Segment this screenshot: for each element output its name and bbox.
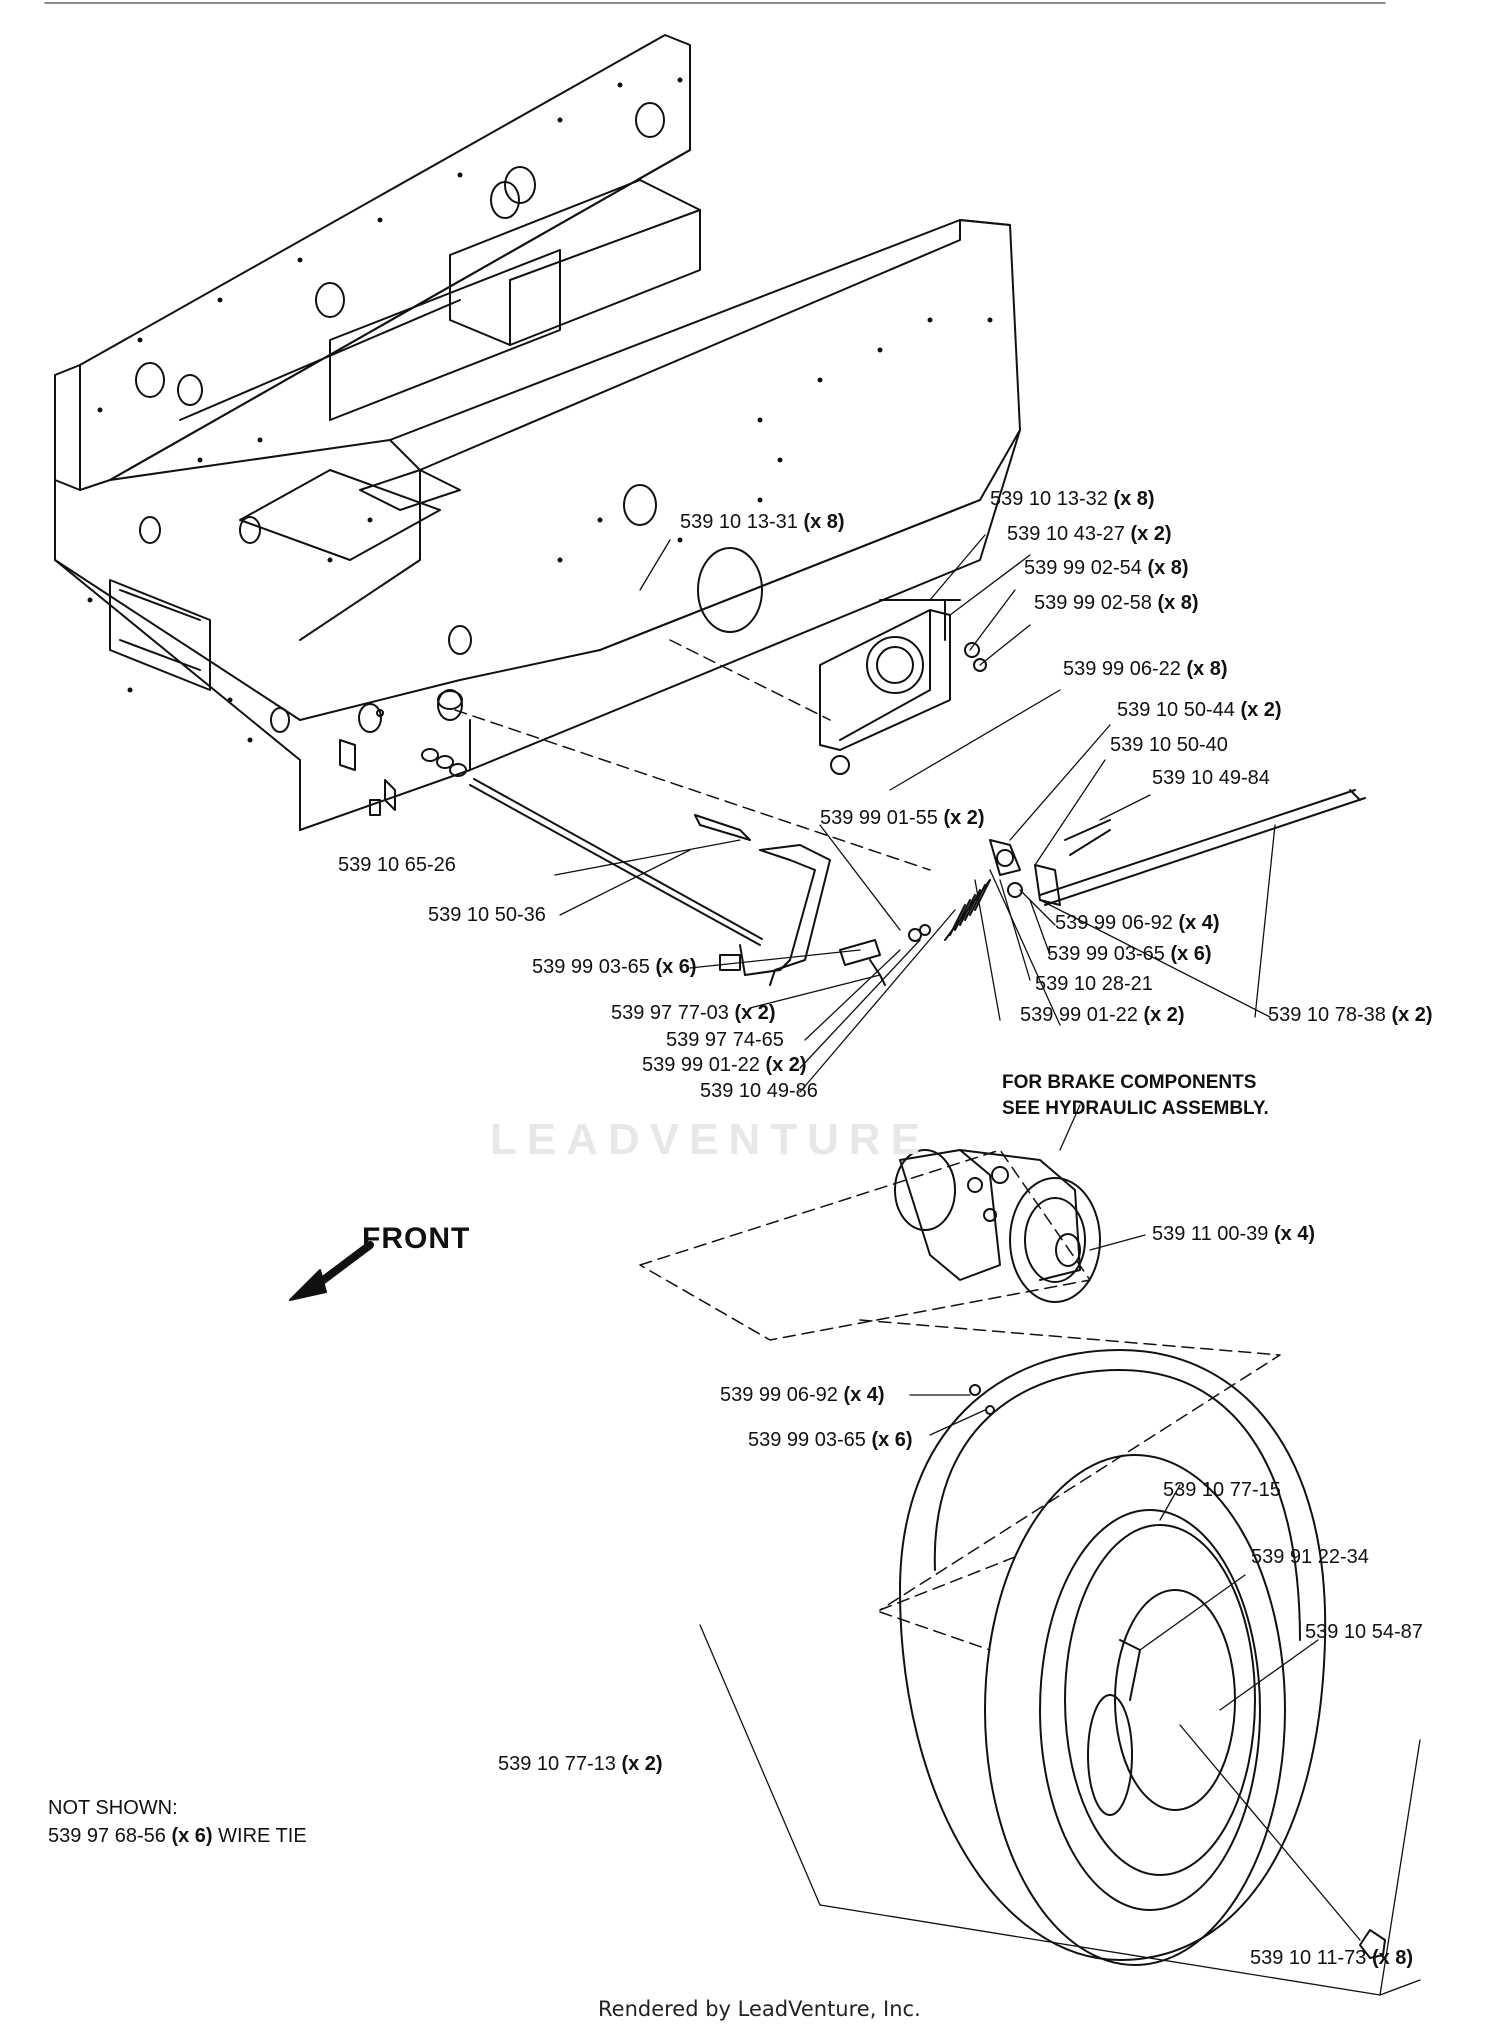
part-callout: 539 99 03-65 (x 6) (1047, 943, 1212, 965)
axle-bracket (819, 599, 987, 775)
not-shown-desc: WIRE TIE (218, 1825, 307, 1847)
part-callout: 539 10 11-73 (x 8) (1250, 1947, 1414, 1969)
motion-lever (719, 844, 931, 986)
control-rod (469, 778, 763, 946)
part-callout: 539 99 06-22 (x 8) (1063, 658, 1228, 680)
part-callout: 539 10 50-40 (1110, 734, 1228, 756)
part-callout: 539 10 43-27 (x 2) (1007, 523, 1172, 545)
part-callout: 539 10 54-87 (1305, 1621, 1423, 1643)
part-callout: 539 10 78-38 (x 2) (1268, 1004, 1433, 1026)
part-callout: 539 10 13-31 (x 8) (680, 511, 845, 533)
watermark-text: LEADVENTURE (490, 1115, 931, 1164)
part-callout: 539 10 50-36 (428, 904, 546, 926)
not-shown-entry: 539 97 68-56 (x 6) WIRE TIE (48, 1822, 307, 1850)
part-callout: 539 10 77-15 (1163, 1479, 1281, 1501)
hydraulic-wheel-motor (894, 1149, 1101, 1415)
leader-lines (554, 534, 1421, 1996)
part-callout: 539 11 00-39 (x 4) (1152, 1223, 1316, 1245)
part-callout: 539 99 01-55 (x 2) (820, 807, 985, 829)
pivot-arm (989, 789, 1366, 906)
front-label: FRONT (362, 1222, 471, 1255)
not-shown-part: 539 97 68-56 (48, 1825, 166, 1847)
part-callout: 539 99 01-22 (x 2) (1020, 1004, 1185, 1026)
part-callout: 539 99 06-92 (x 4) (1055, 912, 1220, 934)
mower-frame (54, 34, 1021, 831)
part-callout: 539 99 06-92 (x 4) (720, 1384, 885, 1406)
part-callout: 539 99 02-58 (x 8) (1034, 592, 1199, 614)
rear-wheel-tire (899, 1349, 1386, 1966)
part-callout: 539 10 49-86 (700, 1080, 818, 1102)
part-callout: 539 97 77-03 (x 2) (611, 1002, 776, 1024)
footer-credit: Rendered by LeadVenture, Inc. (598, 1997, 921, 2021)
brake-note-line2: SEE HYDRAULIC ASSEMBLY. (1002, 1098, 1269, 1119)
part-callout: 539 10 50-44 (x 2) (1117, 699, 1282, 721)
part-callout: 539 91 22-34 (1251, 1546, 1369, 1568)
front-arrow (289, 1241, 374, 1301)
part-callout: 539 10 65-26 (338, 854, 456, 876)
spring (944, 879, 991, 941)
brake-note-line1: FOR BRAKE COMPONENTS (1002, 1072, 1257, 1093)
not-shown-qty: (x 6) (171, 1825, 213, 1847)
part-callout: 539 10 49-84 (1152, 767, 1270, 789)
part-callout: 539 10 13-32 (x 8) (990, 488, 1155, 510)
part-callout: 539 99 03-65 (x 6) (748, 1429, 913, 1451)
not-shown-title: NOT SHOWN: (48, 1797, 178, 1819)
part-callout: 539 10 77-13 (x 2) (498, 1753, 663, 1775)
part-callout: 539 10 28-21 (1035, 973, 1153, 995)
part-callout: 539 99 03-65 (x 6) (532, 956, 697, 978)
part-callout: 539 99 02-54 (x 8) (1024, 557, 1189, 579)
part-callout: 539 97 74-65 (666, 1029, 784, 1051)
pivot-clip-parts (339, 690, 467, 816)
part-callout: 539 99 01-22 (x 2) (642, 1054, 807, 1076)
